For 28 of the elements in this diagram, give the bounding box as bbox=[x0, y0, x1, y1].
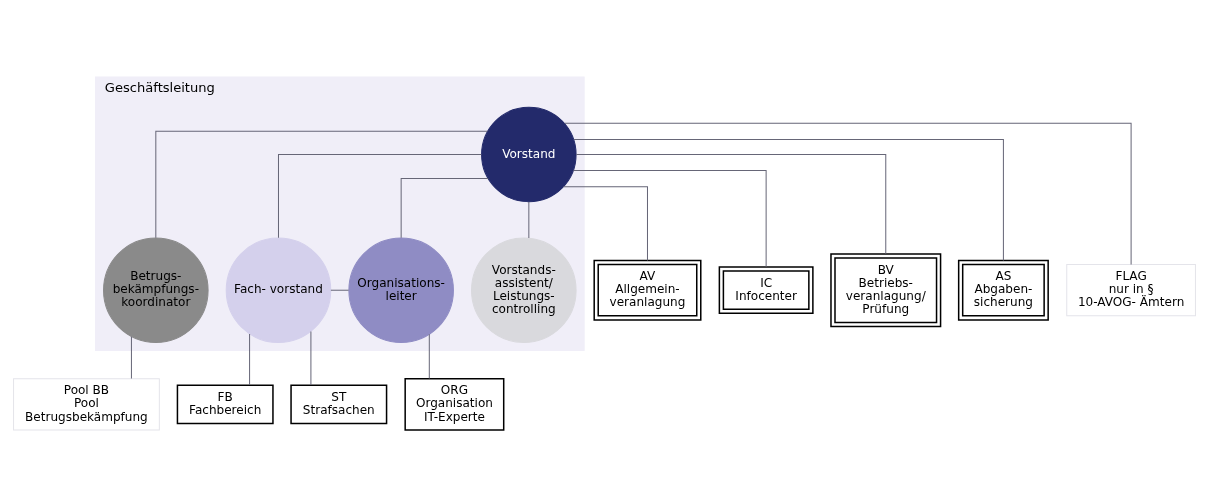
connector bbox=[155, 130, 488, 238]
node-circle: Fach- vorstand bbox=[225, 236, 332, 343]
node-box: IC Infocenter bbox=[718, 265, 814, 314]
node-box: FB Fachbereich bbox=[176, 384, 274, 424]
node-circle: Vorstands- assistent/ Leistungs- controlling bbox=[471, 236, 577, 343]
node-box: BV Betriebs- veranlagung/ Prüfung bbox=[830, 252, 942, 327]
connector bbox=[562, 185, 648, 261]
connector bbox=[575, 153, 887, 254]
node-circle: Betrugs- bekämpfungs- koordinator bbox=[103, 236, 209, 343]
connector bbox=[330, 289, 350, 291]
connector bbox=[130, 335, 132, 379]
node-box: ST Strafsachen bbox=[290, 384, 388, 424]
connector bbox=[572, 169, 767, 267]
connector bbox=[400, 177, 489, 238]
connector bbox=[277, 153, 482, 238]
node-box: AV Allgemein- veranlagung bbox=[593, 259, 702, 321]
node-circle: Organisations- leiter bbox=[348, 236, 454, 343]
connector bbox=[310, 330, 312, 385]
connector bbox=[249, 333, 251, 385]
connector bbox=[573, 138, 1004, 261]
node-box: Pool BB Pool Betrugsbekämpfung bbox=[13, 377, 160, 430]
node-box: FLAG nur in § 10-AVOG- Ämtern bbox=[1066, 263, 1196, 316]
node-box: ORG Organisation IT-Experte bbox=[404, 377, 505, 431]
node-circle: Vorstand bbox=[481, 106, 577, 202]
connector bbox=[528, 200, 530, 238]
connector bbox=[428, 333, 430, 379]
connector bbox=[564, 122, 1132, 265]
node-box: AS Abgaben- sicherung bbox=[957, 259, 1049, 321]
